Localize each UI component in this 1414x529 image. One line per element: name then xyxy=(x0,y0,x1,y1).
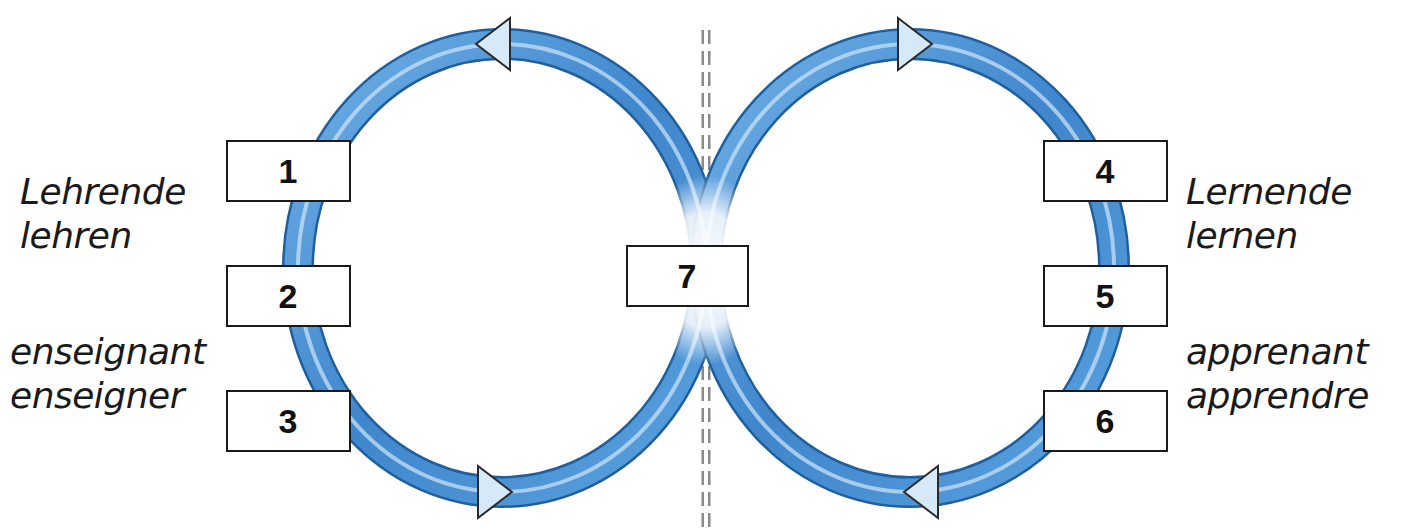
callout-number: 6 xyxy=(1096,404,1115,438)
number-box: 3 xyxy=(226,390,351,452)
number-box: 1 xyxy=(226,140,351,202)
callout-number: 2 xyxy=(279,279,298,313)
number-box: 4 xyxy=(1043,140,1168,202)
number-box: 7 xyxy=(626,245,749,307)
arrowhead-left xyxy=(476,18,510,70)
callout-number: 3 xyxy=(279,404,298,438)
number-box: 6 xyxy=(1043,390,1168,452)
callout-number: 5 xyxy=(1096,279,1115,313)
handwritten-label: apprenant apprendre xyxy=(1186,330,1408,418)
handwritten-label: Lernende lernen xyxy=(1186,170,1396,258)
arrowhead-right xyxy=(478,466,512,518)
handwritten-label: enseignant enseigner xyxy=(10,330,235,418)
arrowhead-left xyxy=(904,466,938,518)
arrowhead-right xyxy=(898,18,932,70)
callout-number: 1 xyxy=(279,154,298,188)
callout-number: 7 xyxy=(678,259,697,293)
number-box: 2 xyxy=(226,265,351,327)
callout-number: 4 xyxy=(1096,154,1115,188)
number-box: 5 xyxy=(1043,265,1168,327)
handwritten-label: Lehrende lehren xyxy=(20,170,220,258)
